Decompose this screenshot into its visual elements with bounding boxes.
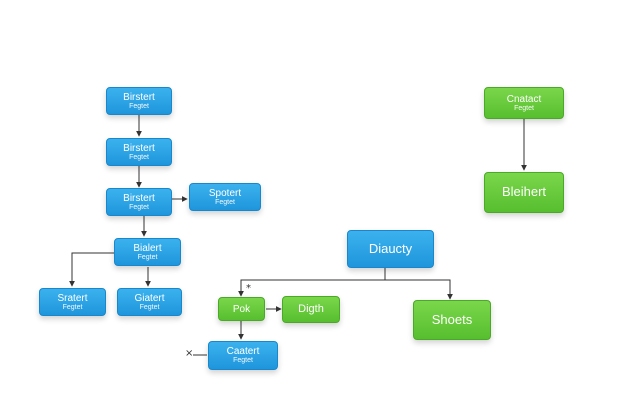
node-n13-title: Cnatact	[506, 93, 542, 105]
node-n1-title: Birstert	[123, 91, 155, 103]
node-n2-sub: Fegtet	[129, 153, 149, 161]
node-n1-sub: Fegtet	[129, 102, 149, 110]
node-n6[interactable]: Sratert Fegtet	[39, 288, 106, 316]
node-n2[interactable]: Birstert Fegtet	[106, 138, 172, 166]
edge-n11-n12	[385, 279, 453, 300]
node-n10[interactable]: Digth	[282, 296, 340, 323]
node-n4[interactable]: Spotert Fegtet	[189, 183, 261, 211]
node-n8[interactable]: Caatert Fegtet	[208, 341, 278, 370]
node-n14[interactable]: Bleihert	[484, 172, 564, 213]
node-n13-sub: Fegtet	[514, 104, 534, 112]
node-n3-title: Birstert	[123, 192, 155, 204]
node-n2-title: Birstert	[123, 142, 155, 154]
node-n7-title: Giatert	[134, 292, 165, 304]
node-n8-sub: Fegtet	[233, 357, 253, 365]
node-n1[interactable]: Birstert Fegtet	[106, 87, 172, 115]
edge-n11-n9	[238, 268, 386, 297]
node-n5-sub: Fegtet	[137, 253, 158, 261]
node-n9-title: Pok	[232, 303, 251, 315]
node-n6-sub: Fegtet	[62, 303, 83, 311]
node-n5[interactable]: Bialert Fegtet	[114, 238, 181, 266]
node-n11-title: Diaucty	[368, 240, 413, 256]
node-n11[interactable]: Diaucty	[347, 230, 434, 268]
node-n4-sub: Fegtet	[215, 198, 235, 206]
node-n10-title: Digth	[298, 303, 324, 316]
node-n12-title: Shoets	[431, 311, 473, 327]
node-n7[interactable]: Giatert Fegtet	[117, 288, 182, 316]
node-n6-title: Sratert	[57, 292, 88, 304]
node-n8-title: Caatert	[226, 346, 260, 358]
node-n12[interactable]: Shoets	[413, 300, 491, 340]
node-n3-sub: Fegtet	[129, 203, 149, 211]
node-n14-title: Bleihert	[501, 184, 547, 200]
star-mark: *	[246, 283, 251, 294]
node-n3[interactable]: Birstert Fegtet	[106, 188, 172, 216]
edge-n5-n6	[69, 252, 114, 287]
node-n5-title: Bialert	[133, 242, 162, 254]
node-n13[interactable]: Cnatact Fegtet	[484, 87, 564, 119]
cross-mark: ×	[185, 348, 194, 359]
node-n4-title: Spotert	[208, 187, 242, 199]
node-n9[interactable]: Pok	[218, 297, 265, 321]
node-n7-sub: Fegtet	[139, 303, 160, 311]
